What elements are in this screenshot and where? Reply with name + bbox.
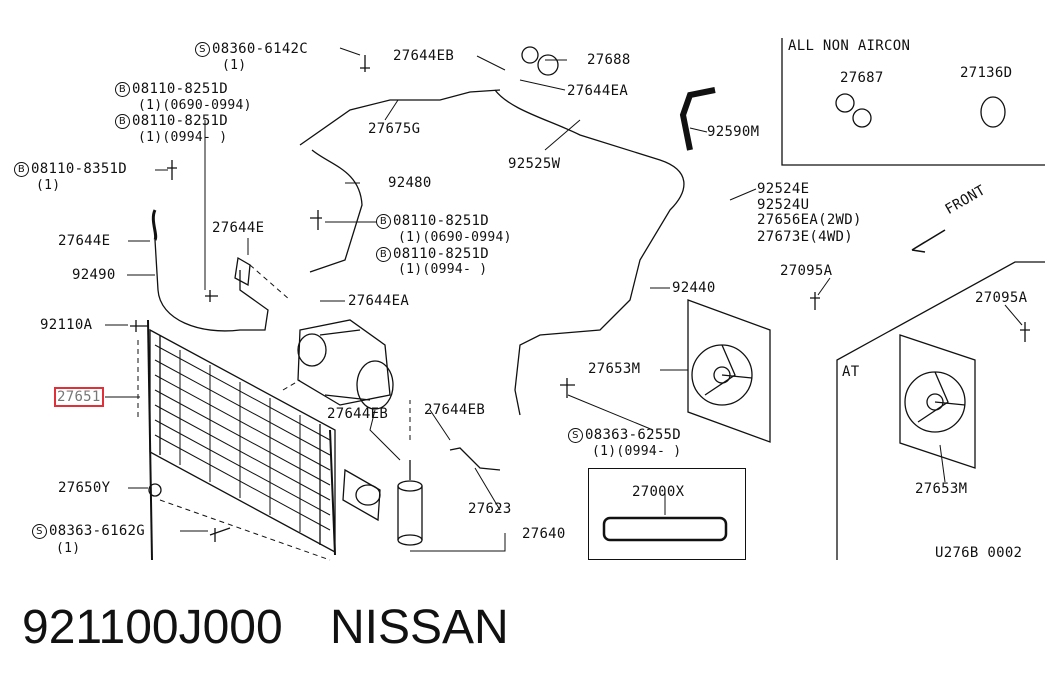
fan-shroud-right-icon — [899, 334, 976, 469]
diagram-code: U276B 0002 — [935, 545, 1023, 561]
hose-92490 — [154, 239, 269, 332]
front-arrow-icon — [911, 229, 946, 253]
callout-qty: (1)(0690-0994) — [398, 230, 512, 245]
callout-27623: 27623 — [468, 501, 512, 517]
pipe-27623 — [449, 447, 501, 471]
callout-text: 08363-6162G — [49, 523, 146, 539]
non-aircon-box — [781, 38, 1045, 166]
callout-qty: (1) — [222, 58, 247, 73]
gasket-box — [588, 468, 746, 560]
callout-text: 08363-6255D — [585, 427, 682, 443]
callout-27136d: 27136D — [960, 65, 1013, 81]
bolt-badge: B — [376, 214, 391, 229]
receiver-drier-icon — [397, 460, 423, 546]
condenser-icon — [147, 319, 336, 561]
callout-27644eb-top: 27644EB — [393, 48, 455, 64]
callout-92590m: 92590M — [707, 124, 760, 140]
callout-92524u: 92524U — [757, 197, 810, 213]
callout-27095a-right: 27095A — [975, 290, 1028, 306]
callout-27644ea-mid: 27644EA — [348, 293, 410, 309]
at-label: AT — [842, 364, 860, 380]
callout-92490: 92490 — [72, 267, 116, 283]
callout-qty: (1)(0690-0994) — [138, 98, 252, 113]
gasket-icon — [602, 516, 728, 542]
bracket-icon — [342, 468, 381, 522]
callout-27644e-mid: 27644E — [212, 220, 265, 236]
callout-27650y: 27650Y — [58, 480, 111, 496]
callout-27687: 27687 — [840, 70, 884, 86]
callout-27675g: 27675G — [368, 121, 421, 137]
callout-text: 08110-8251D — [132, 81, 229, 97]
callout-text: 08110-8251D — [393, 246, 490, 262]
highlighted-part[interactable]: 27651 — [54, 387, 104, 407]
callout-text: 08360-6142C — [212, 41, 309, 57]
callout-text: 08110-8351D — [31, 161, 128, 177]
callout-qty: (1) — [56, 541, 81, 556]
callout-27653m-mid: 27653M — [588, 361, 641, 377]
hose-92590m — [679, 87, 716, 151]
callout-27095a-mid: 27095A — [780, 263, 833, 279]
callout-92110a: 92110A — [40, 317, 93, 333]
callout-27656ea: 27656EA(2WD) — [757, 212, 862, 228]
brand-name: NISSAN — [330, 601, 509, 654]
callout-27653m-right: 27653M — [915, 481, 968, 497]
callout-92480: 92480 — [388, 175, 432, 191]
pipe-92440 — [494, 89, 685, 416]
callout-27640: 27640 — [522, 526, 566, 542]
callout-27673e: 27673E(4WD) — [757, 229, 854, 245]
screw-badge: S — [195, 42, 210, 57]
callout-text: 08110-8251D — [393, 213, 490, 229]
callout-27644e-left: 27644E — [58, 233, 111, 249]
callout-27644ea-top: 27644EA — [567, 83, 629, 99]
at-box — [836, 261, 1045, 560]
callout-92525w: 92525W — [508, 156, 561, 172]
compressor-icon — [297, 319, 394, 410]
bolt-badge: B — [115, 82, 130, 97]
callout-27000x: 27000X — [632, 484, 685, 500]
callout-27644eb-b: 27644EB — [424, 402, 486, 418]
parts-diagram — [105, 38, 1045, 561]
cap-27687-icon — [835, 93, 855, 113]
pipe-top — [299, 89, 501, 146]
hose-92480 — [309, 149, 363, 273]
bolt-icon — [360, 55, 370, 72]
callout-27644eb-a: 27644EB — [327, 406, 389, 422]
bolt-badge: B — [14, 162, 29, 177]
callout-92440: 92440 — [672, 280, 716, 296]
inset-title: ALL NON AIRCON — [788, 38, 911, 54]
callout-qty: (1) — [36, 178, 61, 193]
callout-qty: (1)(0994- ) — [398, 262, 488, 277]
callout-92524e: 92524E — [757, 181, 810, 197]
callout-27651: 27651 — [54, 387, 104, 407]
cap-27688-icon — [521, 46, 539, 64]
plug-27136d-icon — [980, 96, 1006, 128]
pipe-27644e-left — [151, 209, 158, 241]
clip-27644e-icon — [234, 256, 251, 287]
bolt-badge: B — [115, 114, 130, 129]
screw-badge: S — [568, 428, 583, 443]
callout-text: 08110-8251D — [132, 113, 229, 129]
callout-qty: (1)(0994- ) — [138, 130, 228, 145]
callout-27688: 27688 — [587, 52, 631, 68]
switch-27650y-icon — [148, 483, 162, 497]
part-number: 921100J000 — [22, 601, 283, 654]
screw-badge: S — [32, 524, 47, 539]
bolt-icon — [167, 160, 177, 180]
callout-qty: (1)(0994- ) — [592, 444, 682, 459]
fan-shroud-mid-icon — [687, 299, 771, 443]
bolt-badge: B — [376, 247, 391, 262]
